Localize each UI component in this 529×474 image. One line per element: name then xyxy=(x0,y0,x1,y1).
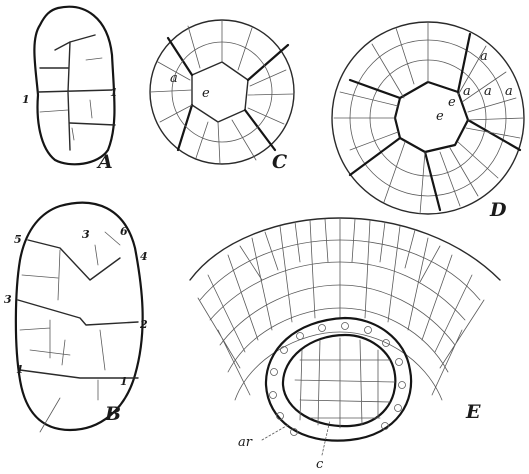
endodermis-nucleus xyxy=(395,405,402,412)
endodermis-nucleus xyxy=(281,347,288,354)
panel-a-walls xyxy=(38,35,115,150)
panel-c-label-e: e xyxy=(202,86,210,101)
panel-d-label-a-mid2: a xyxy=(484,84,492,99)
panel-b-num-1-right: 1 xyxy=(120,375,128,388)
panel-e: ar c E xyxy=(190,218,500,472)
panel-b-letter: B xyxy=(104,403,121,425)
panel-b-num-2: 2 xyxy=(139,318,148,331)
panel-e-leader-ar xyxy=(262,425,288,440)
panel-a: 1 1 A xyxy=(22,7,118,173)
panel-c: a e C xyxy=(150,20,294,173)
panel-d: a a a a e e D xyxy=(332,22,524,221)
panel-e-label-ar: ar xyxy=(238,435,253,450)
panel-e-endodermis-cells xyxy=(270,323,406,436)
panel-e-label-c: c xyxy=(316,457,324,472)
endodermis-nucleus xyxy=(271,369,278,376)
panel-d-label-a-right: a xyxy=(505,84,513,99)
panel-a-thin-walls xyxy=(40,58,102,140)
panel-d-label-a-top: a xyxy=(480,49,488,64)
endodermis-nucleus xyxy=(399,382,406,389)
panel-d-label-a-mid: a xyxy=(463,84,471,99)
panel-a-num-right: 1 xyxy=(110,86,118,99)
panel-d-label-e-lower: e xyxy=(436,109,444,124)
endodermis-nucleus xyxy=(270,392,277,399)
panel-b-num-4: 4 xyxy=(140,250,148,263)
endodermis-nucleus xyxy=(396,359,403,366)
panel-b-num-6: 6 xyxy=(120,225,128,238)
panel-e-outer-arc xyxy=(190,218,500,280)
panel-e-letter: E xyxy=(465,401,481,423)
panel-d-thin-walls xyxy=(334,22,524,214)
panel-d-letter: D xyxy=(489,199,507,221)
panel-a-outline xyxy=(34,7,114,165)
panel-a-num-left: 1 xyxy=(22,93,30,106)
panel-e-inner-ring xyxy=(266,318,411,441)
panel-c-center-cell xyxy=(192,62,248,122)
panel-b-num-1-left: 1 xyxy=(16,363,24,376)
panel-b: 3 6 5 4 3 2 1 1 B xyxy=(4,203,148,432)
panel-b-walls xyxy=(18,240,138,378)
panel-a-letter: A xyxy=(96,151,113,173)
panel-c-label-a: a xyxy=(170,71,178,86)
panel-c-letter: C xyxy=(272,151,287,173)
panel-d-label-e-upper: e xyxy=(448,95,456,110)
endodermis-nucleus xyxy=(297,333,304,340)
endodermis-nucleus xyxy=(319,325,326,332)
endodermis-nucleus xyxy=(342,323,349,330)
panel-b-num-3-top: 3 xyxy=(82,228,90,241)
panel-b-num-5: 5 xyxy=(14,233,22,246)
endodermis-nucleus xyxy=(365,327,372,334)
panel-e-radial-walls xyxy=(198,218,484,395)
panel-b-thin-walls xyxy=(20,232,120,432)
panel-b-num-3: 3 xyxy=(4,293,12,306)
panel-c-dividing-walls xyxy=(168,38,288,150)
